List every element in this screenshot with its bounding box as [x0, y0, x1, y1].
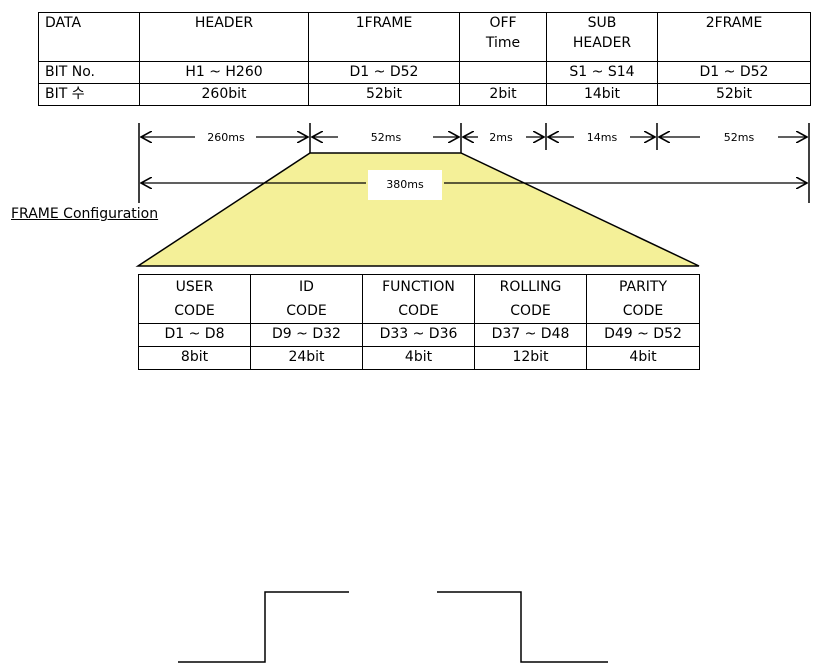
label-2ms: 2ms	[489, 131, 513, 144]
table-cell: 4bit	[586, 346, 700, 370]
table-row: BIT 수 260bit 52bit 2bit 14bit 52bit	[38, 83, 811, 106]
table-cell: S1 ~ S14	[546, 61, 658, 84]
table-cell: 8bit	[138, 346, 251, 370]
frame-configuration-caption: FRAME Configuration	[11, 206, 159, 222]
table-row: D1 ~ D8 D9 ~ D32 D33 ~ D36 D37 ~ D48 D49…	[138, 323, 700, 347]
table-cell: D1 ~ D8	[138, 323, 251, 347]
table-cell: 24bit	[250, 346, 363, 370]
table-cell: D33 ~ D36	[362, 323, 475, 347]
frame-expansion-trapezoid	[135, 152, 700, 267]
off-time-cell: OFF Time	[459, 12, 547, 62]
header-cell: HEADER	[139, 12, 309, 62]
table-cell: 2bit	[459, 83, 547, 106]
label-box-52ms	[342, 124, 430, 152]
user-code-cell: USER CODE	[138, 274, 251, 324]
row-label-bit-count: BIT 수	[38, 83, 140, 106]
table-cell: 52bit	[657, 83, 811, 106]
timing-ticks	[138, 123, 810, 203]
table-row: BIT No. H1 ~ H260 D1 ~ D52 S1 ~ S14 D1 ~…	[38, 61, 811, 84]
table-cell: 14bit	[546, 83, 658, 106]
table-cell: 52bit	[308, 83, 460, 106]
table-cell: 4bit	[362, 346, 475, 370]
table-cell: 12bit	[474, 346, 587, 370]
label-52ms-2: 52ms	[724, 131, 755, 144]
sub-header-cell: SUB HEADER	[546, 12, 658, 62]
id-code-cell: ID CODE	[250, 274, 363, 324]
table-row: 8bit 24bit 4bit 12bit 4bit	[138, 346, 700, 370]
frame-configuration-table: USER CODE ID CODE FUNCTION CODE ROLLING …	[138, 274, 700, 370]
row-label-data: DATA	[38, 12, 140, 62]
pulse-waveform	[178, 591, 349, 663]
frame2-cell: 2FRAME	[657, 12, 811, 62]
parity-code-cell: PARITY CODE	[586, 274, 700, 324]
table-row: DATA HEADER 1FRAME OFF Time SUB HEADER 2…	[38, 12, 811, 62]
label-total: 380ms	[386, 178, 424, 191]
packet-structure-table: DATA HEADER 1FRAME OFF Time SUB HEADER 2…	[38, 12, 811, 106]
table-cell: D1 ~ D52	[308, 61, 460, 84]
label-14ms: 14ms	[587, 131, 618, 144]
table-row: USER CODE ID CODE FUNCTION CODE ROLLING …	[138, 274, 700, 324]
label-box-total	[368, 170, 442, 200]
table-cell: D37 ~ D48	[474, 323, 587, 347]
table-cell: D1 ~ D52	[657, 61, 811, 84]
label-260ms: 260ms	[207, 131, 245, 144]
label-52ms: 52ms	[371, 131, 402, 144]
rolling-code-cell: ROLLING CODE	[474, 274, 587, 324]
table-cell: 260bit	[139, 83, 309, 106]
table-cell: D9 ~ D32	[250, 323, 363, 347]
table-cell: H1 ~ H260	[139, 61, 309, 84]
pulse-waveform-2	[437, 591, 608, 663]
function-code-cell: FUNCTION CODE	[362, 274, 475, 324]
table-cell: D49 ~ D52	[586, 323, 700, 347]
